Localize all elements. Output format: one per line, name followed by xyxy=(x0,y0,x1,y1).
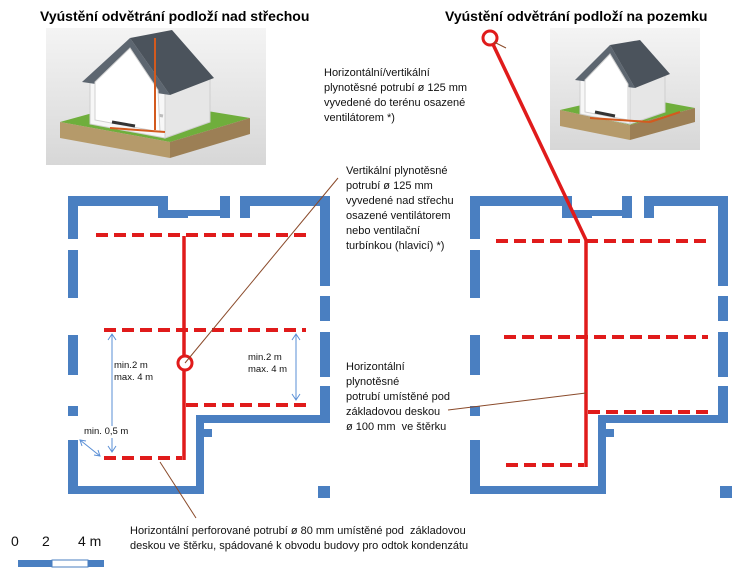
right-outlet-point xyxy=(481,29,499,47)
scale-bar xyxy=(18,559,104,568)
label-horizontal-pipe: Horizontální plynotěsné potrubí umístěné… xyxy=(346,361,450,433)
right-outlet-pipe xyxy=(488,37,588,241)
label-perforated-pipe: Horizontální perforované potrubí ø 80 mm… xyxy=(130,525,469,552)
dimension-right-spacing: min.2 m max. 4 m xyxy=(248,352,288,375)
label-outlet-pipe: Horizontální/vertikální plynotěsné potru… xyxy=(324,67,468,124)
right-perforated-pipes xyxy=(496,239,712,467)
dimension-left-spacing: min.2 m max. 4 m xyxy=(114,360,154,383)
title-right: Vyústění odvětrání podloží na pozemku xyxy=(445,8,708,24)
scale-tick-2: 2 xyxy=(42,533,50,549)
left-perforated-pipes xyxy=(96,233,310,460)
right-plan-walls xyxy=(470,196,732,498)
leader-lines xyxy=(159,41,587,519)
dimension-edge-spacing: min. 0,5 m xyxy=(84,426,129,438)
scale-tick-4: 4 m xyxy=(78,533,102,549)
left-plan-walls xyxy=(68,196,330,498)
title-left: Vyústění odvětrání podloží nad střechou xyxy=(40,8,310,24)
label-vertical-pipe: Vertikální plynotěsné potrubí ø 125 mm v… xyxy=(346,165,454,252)
scale-tick-0: 0 xyxy=(11,533,19,549)
